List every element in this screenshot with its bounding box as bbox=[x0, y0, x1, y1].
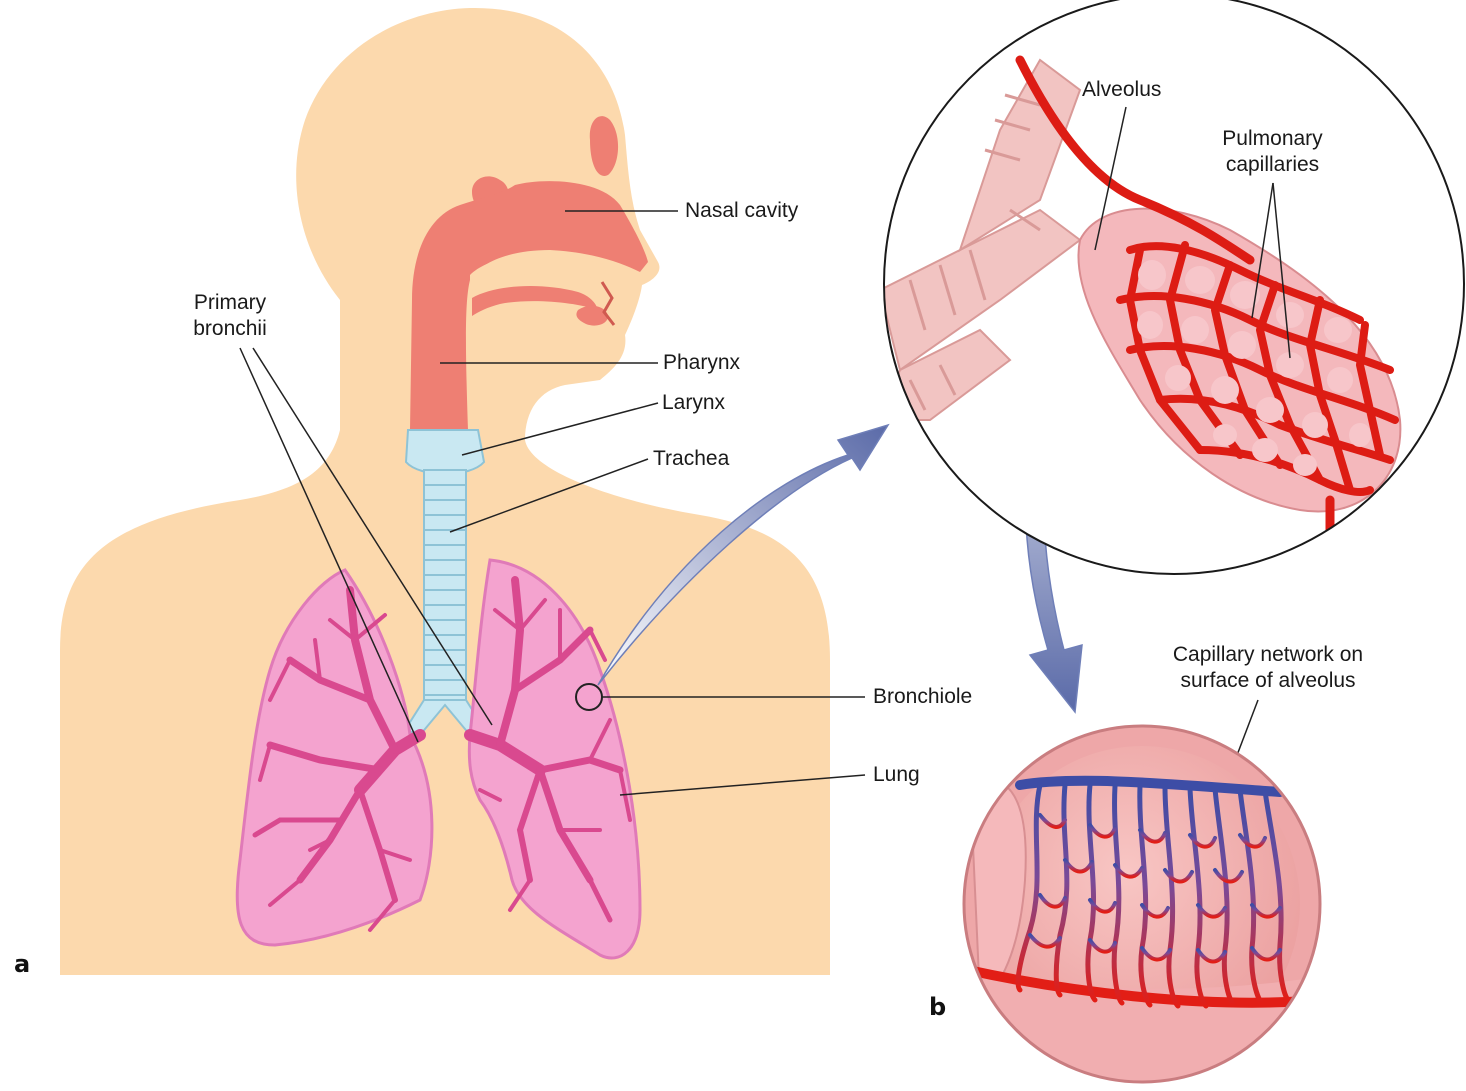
label-pulmonary-capillaries: Pulmonary capillaries bbox=[1205, 126, 1340, 177]
label-trachea: Trachea bbox=[653, 446, 729, 472]
label-pulmonary-capillaries-line2: capillaries bbox=[1205, 152, 1340, 178]
panel-label-a: a bbox=[14, 950, 30, 978]
label-pharynx: Pharynx bbox=[663, 350, 740, 376]
label-primary-bronchii: Primary bronchii bbox=[180, 290, 280, 341]
label-primary-bronchii-line1: Primary bbox=[180, 290, 280, 316]
label-nasal-cavity: Nasal cavity bbox=[685, 198, 798, 224]
label-larynx: Larynx bbox=[662, 390, 725, 416]
label-capillary-network-line2: surface of alveolus bbox=[1148, 668, 1388, 694]
label-primary-bronchii-line2: bronchii bbox=[180, 316, 280, 342]
label-pulmonary-capillaries-line1: Pulmonary bbox=[1205, 126, 1340, 152]
panel-label-b: b bbox=[929, 993, 946, 1021]
label-capillary-network-line1: Capillary network on bbox=[1148, 642, 1388, 668]
label-capillary-network: Capillary network on surface of alveolus bbox=[1148, 642, 1388, 693]
label-alveolus: Alveolus bbox=[1082, 77, 1161, 103]
label-lung: Lung bbox=[873, 762, 920, 788]
label-bronchiole: Bronchiole bbox=[873, 684, 972, 710]
